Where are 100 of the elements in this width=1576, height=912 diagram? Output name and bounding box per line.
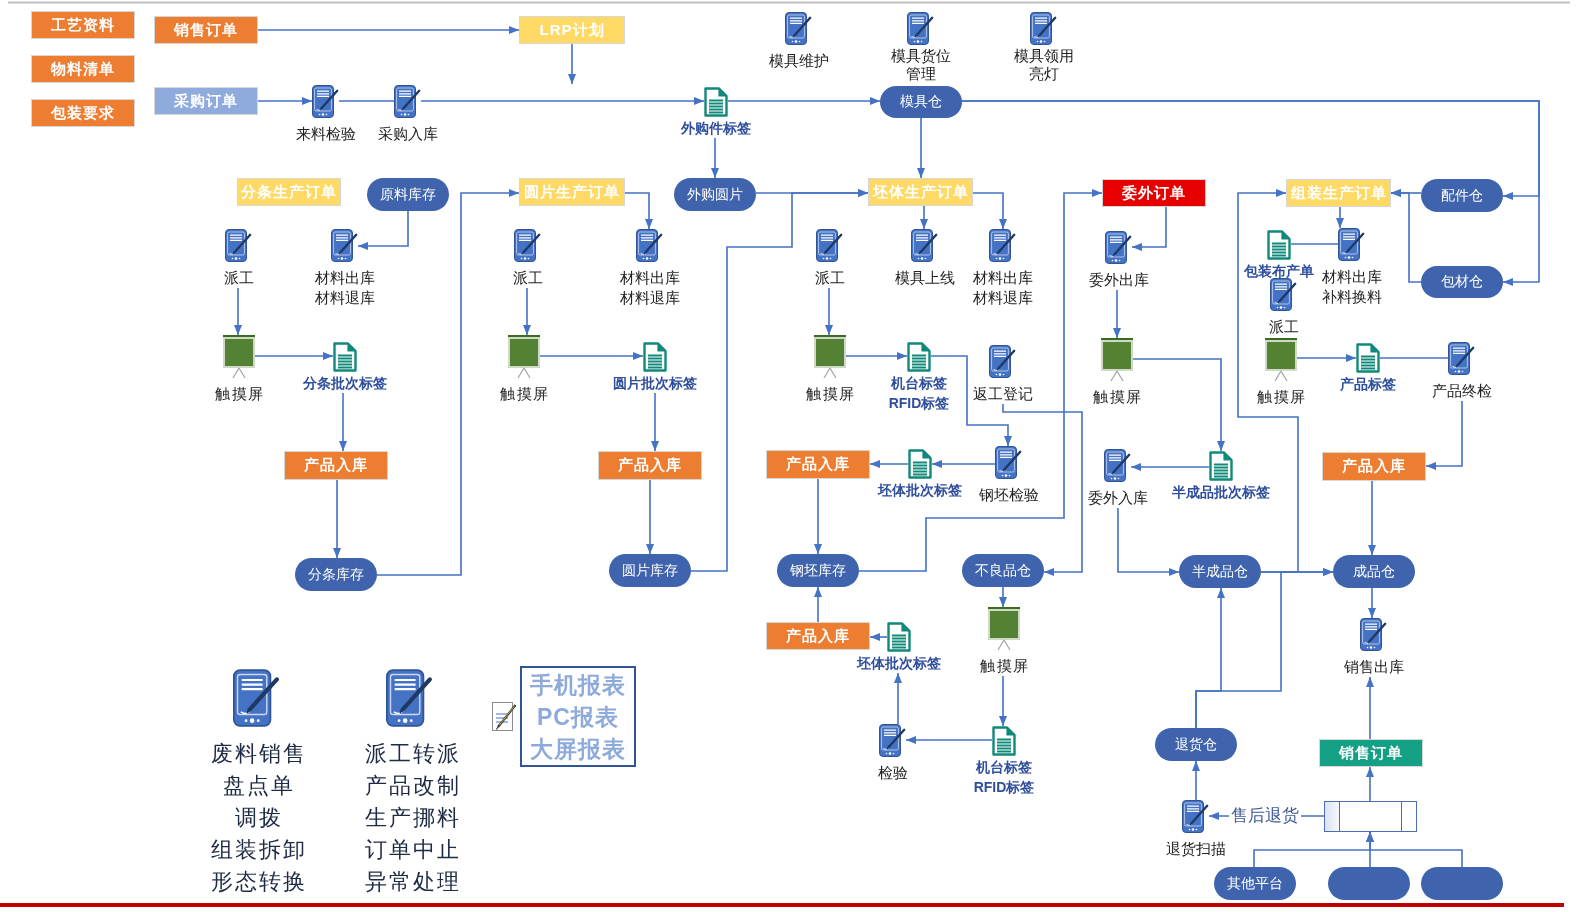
- rounded-box: 包材仓: [1421, 266, 1503, 298]
- step-label: 模具领用亮灯: [1012, 47, 1075, 83]
- step-label: 材料退库: [972, 288, 1033, 308]
- process-box: [1324, 801, 1417, 832]
- step-label: 触摸屏: [979, 656, 1030, 676]
- step-label: 触摸屏: [1256, 387, 1307, 407]
- step-label: 派工: [1268, 317, 1299, 337]
- arrow: [523, 287, 531, 336]
- connector-line: [338, 100, 395, 102]
- arrow: [257, 97, 313, 105]
- arrow: [376, 189, 520, 576]
- arrow: [858, 189, 1103, 572]
- step-label: 产品终检: [1431, 381, 1492, 401]
- report-box: [520, 666, 636, 767]
- step-label: 来料检验: [295, 124, 356, 144]
- arrow: [917, 117, 925, 179]
- arrow: [646, 479, 654, 555]
- arrow: [814, 478, 822, 555]
- step-label: 材料退库: [619, 288, 680, 308]
- arrow: [930, 355, 1012, 447]
- step-label: 派工: [814, 268, 845, 288]
- function-label: 调拨: [234, 804, 283, 832]
- arrow: [339, 392, 347, 452]
- process-box: 采购订单: [154, 87, 258, 115]
- arrow: [1002, 403, 1083, 576]
- arrow: [624, 192, 653, 230]
- arrow: [845, 352, 908, 360]
- arrow: [727, 97, 881, 105]
- arrow: [972, 192, 1007, 230]
- rounded-box: 成品仓: [1333, 555, 1415, 588]
- step-label: 坯体批次标签: [857, 654, 941, 673]
- step-label: 触摸屏: [805, 384, 856, 404]
- arrow: [357, 210, 409, 250]
- process-box: 物料清单: [31, 55, 135, 83]
- step-label: 销售出库: [1343, 657, 1404, 677]
- step-label: 材料出库: [972, 268, 1033, 288]
- step-label: 触摸屏: [214, 384, 265, 404]
- step-label: RFID标签: [888, 394, 950, 413]
- step-label: 退货扫描: [1165, 839, 1226, 859]
- arrow: [1336, 206, 1344, 229]
- arrow: [1113, 289, 1121, 339]
- edge-label: 售后退货: [1229, 805, 1301, 827]
- step-label: 钢坯检验: [978, 485, 1039, 505]
- rounded-box: 模具仓: [880, 86, 962, 118]
- step-label: 坯体批次标签: [878, 481, 962, 500]
- step-label: 委外出库: [1088, 270, 1149, 290]
- arrow: [869, 460, 909, 468]
- arrow: [869, 633, 888, 641]
- arrow: [234, 287, 242, 336]
- arrow: [1366, 831, 1463, 868]
- report-name: PC报表: [537, 702, 619, 732]
- process-box: 组装生产订单: [1286, 179, 1391, 207]
- process-box: 包装要求: [31, 99, 135, 127]
- step-label: 检验: [877, 763, 908, 783]
- function-label: 订单中止: [364, 836, 461, 864]
- process-box: 销售订单: [1319, 739, 1423, 767]
- arrow: [1192, 760, 1200, 801]
- step-label: 模具货位管理: [889, 47, 952, 83]
- process-box: 产品入库: [284, 451, 388, 480]
- process-box: 产品入库: [766, 450, 870, 479]
- process-box: 委外订单: [1102, 179, 1206, 207]
- arrow: [257, 26, 520, 34]
- function-label: 产品改制: [364, 772, 461, 800]
- connector-line: [1379, 357, 1449, 359]
- rounded-box: 圆片库存: [609, 554, 691, 587]
- arrow: [651, 392, 659, 452]
- arrow: [420, 97, 705, 105]
- arrow: [825, 287, 833, 336]
- step-label: 机台标签: [891, 374, 947, 393]
- step-label: 材料出库: [619, 268, 680, 288]
- step-label: 委外入库: [1087, 488, 1148, 508]
- step-label: 包装布产单: [1244, 262, 1314, 281]
- rounded-box: [1328, 867, 1410, 900]
- function-label: 废料销售: [210, 740, 307, 768]
- step-label: 触摸屏: [499, 384, 550, 404]
- process-box: 产品入库: [598, 451, 702, 480]
- arrow: [920, 205, 928, 230]
- rounded-box: 退货仓: [1155, 728, 1237, 761]
- process-box: 销售订单: [154, 16, 258, 44]
- process-box: 工艺资料: [31, 11, 135, 39]
- arrow: [1425, 400, 1463, 470]
- function-label: 生产挪料: [364, 804, 461, 832]
- connector-line: [1290, 243, 1339, 245]
- arrow: [333, 479, 341, 559]
- rounded-box: 外购圆片: [674, 178, 756, 211]
- step-label: 外购件标签: [681, 119, 751, 138]
- arrow: [814, 586, 822, 623]
- report-name: 大屏报表: [530, 734, 626, 764]
- function-label: 异常处理: [364, 868, 461, 896]
- arrow: [1390, 189, 1422, 283]
- step-label: 模具维护: [768, 51, 829, 71]
- rounded-box: [1421, 867, 1503, 900]
- step-label: 产品标签: [1340, 375, 1396, 394]
- step-label: 模具上线: [894, 268, 955, 288]
- process-box: 产品入库: [766, 622, 870, 650]
- arrow: [690, 189, 869, 572]
- arrow: [568, 43, 576, 85]
- arrow: [1237, 189, 1299, 573]
- arrow: [1296, 354, 1357, 362]
- step-label: 派工: [512, 268, 543, 288]
